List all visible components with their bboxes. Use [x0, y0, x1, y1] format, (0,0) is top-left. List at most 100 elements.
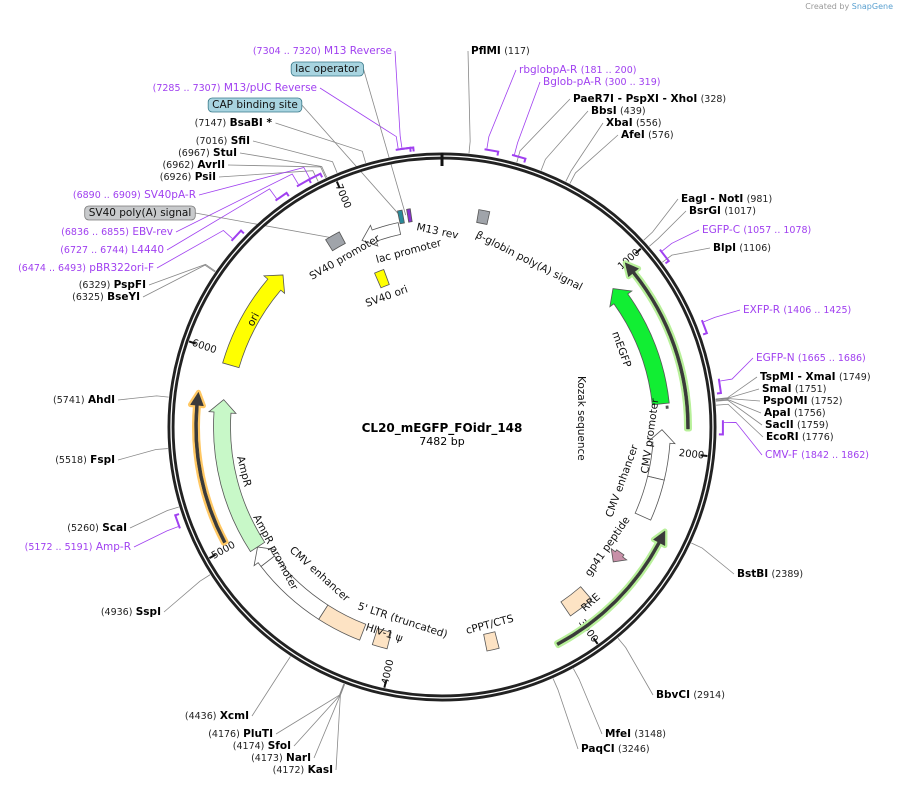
enzyme-site-label[interactable]: ApaI (1756): [764, 407, 826, 419]
feature-orf[interactable]: [624, 262, 690, 430]
enzyme-site-label[interactable]: (4936) SspI: [101, 606, 161, 618]
enzyme-position: (2389): [772, 569, 804, 580]
primer-label[interactable]: (6474 .. 6493) pBR322ori-F: [18, 262, 154, 274]
feature-megfp[interactable]: [609, 288, 670, 406]
enzyme-site-label[interactable]: TspMI - XmaI (1749): [760, 371, 871, 383]
enzyme-site-label[interactable]: PaqCI (3246): [581, 743, 650, 755]
feature-label[interactable]: SV40 ori: [364, 283, 410, 309]
feature-label[interactable]: ori: [245, 311, 262, 329]
label-leader-line: [218, 170, 319, 182]
enzyme-site-label[interactable]: (4436) XcmI: [185, 710, 249, 722]
enzyme-position: (576): [648, 130, 674, 141]
enzyme-site-label[interactable]: SmaI (1751): [762, 383, 826, 395]
enzyme-site-label[interactable]: (6962) AvrII: [162, 159, 225, 171]
primer-range: (6474 .. 6493): [18, 263, 86, 274]
enzyme-site-label[interactable]: PflMI (117): [471, 45, 530, 57]
boxed-feature-label[interactable]: CAP binding site: [207, 97, 303, 113]
feature-hiv-1[interactable]: [371, 627, 392, 650]
primer-label[interactable]: (6890 .. 6909) SV40pA-R: [73, 189, 196, 201]
feature-sv40-ori[interactable]: [374, 268, 390, 289]
feature-ori[interactable]: [222, 274, 286, 369]
primer-range: (7304 .. 7320): [253, 46, 321, 57]
enzyme-site-label[interactable]: EagI - NotI (981): [681, 193, 772, 205]
label-leader-line: [565, 122, 604, 182]
enzyme-site-label[interactable]: (5741) AhdI: [53, 394, 115, 406]
label-leader-line: [156, 229, 233, 269]
feature-label[interactable]: Kozak sequence: [575, 376, 587, 461]
enzyme-site-label[interactable]: (4176) PluTI: [208, 728, 273, 740]
feature-lac-promoter[interactable]: [397, 209, 405, 225]
primer-label[interactable]: (7304 .. 7320) M13 Reverse: [253, 45, 392, 57]
feature-rre[interactable]: [560, 586, 593, 617]
feature-orf[interactable]: [190, 391, 227, 544]
tick-mark: [592, 637, 599, 645]
feature-ampr[interactable]: [207, 399, 266, 553]
enzyme-site-label[interactable]: (5518) FspI: [55, 454, 115, 466]
enzyme-site-label[interactable]: BstBI (2389): [737, 568, 803, 580]
enzyme-site-label[interactable]: BbvCI (2914): [656, 689, 725, 701]
enzyme-site-label[interactable]: (4172) KasI: [273, 764, 333, 776]
feature-label[interactable]: mEGFP: [609, 330, 633, 369]
enzyme-site-label[interactable]: (6967) StuI: [178, 147, 237, 159]
enzyme-site-label[interactable]: XbaI (556): [606, 117, 662, 129]
enzyme-site-label[interactable]: PspOMI (1752): [763, 395, 843, 407]
enzyme-position: (2914): [693, 690, 725, 701]
enzyme-site-label[interactable]: (6926) PsiI: [160, 171, 216, 183]
label-box: [207, 97, 303, 113]
feature-gp41-peptide[interactable]: [610, 547, 628, 563]
enzyme-site-label[interactable]: BsrGI (1017): [689, 205, 756, 217]
enzyme-site-label[interactable]: (7016) SfiI: [196, 135, 250, 147]
feature-label[interactable]: lac promoter: [375, 237, 444, 266]
enzyme-position: (5260): [67, 523, 99, 534]
primer-label[interactable]: (5172 .. 5191) Amp-R: [25, 541, 131, 553]
enzyme-site-label[interactable]: MfeI (3148): [605, 728, 666, 740]
enzyme-position: (1106): [739, 243, 771, 254]
primer-label[interactable]: rbglobpA-R (181 .. 200): [519, 64, 636, 76]
primer-label[interactable]: Bglob-pA-R (300 .. 319): [543, 76, 660, 88]
feature-cmv-promoter[interactable]: [646, 429, 676, 481]
primer-label[interactable]: (6727 .. 6744) L4440: [60, 244, 164, 256]
primer-label[interactable]: CMV-F (1842 .. 1862): [765, 449, 869, 461]
label-leader-line: [301, 104, 401, 217]
enzyme-site-label[interactable]: SacII (1759): [765, 419, 829, 431]
enzyme-site-label[interactable]: BlpI (1106): [713, 242, 771, 254]
enzyme-site-label[interactable]: (6329) PspFI: [79, 279, 146, 291]
feature-cmv-enhancer[interactable]: [634, 475, 665, 521]
enzyme-site-label[interactable]: (4174) SfoI: [233, 740, 291, 752]
feature-label[interactable]: β-globin poly(A) signal: [474, 229, 585, 293]
enzyme-site-label[interactable]: (5260) ScaI: [67, 522, 127, 534]
enzyme-site-label[interactable]: AfeI (576): [621, 129, 674, 141]
boxed-feature-label[interactable]: SV40 poly(A) signal: [84, 205, 196, 221]
feature-globin-poly-a-signal[interactable]: [476, 209, 491, 225]
primer-name: EBV-rev: [132, 226, 173, 238]
feature-cppt-cts[interactable]: [483, 631, 500, 652]
primer-range: (6836 .. 6855): [61, 227, 129, 238]
label-leader-line: [540, 110, 589, 171]
enzyme-site-label[interactable]: EcoRI (1776): [766, 431, 834, 443]
enzyme-site-label[interactable]: (7147) BsaBI *: [195, 117, 273, 129]
primer-label[interactable]: EGFP-C (1057 .. 1078): [702, 224, 811, 236]
boxed-feature-label[interactable]: lac operator: [290, 61, 364, 77]
feature-orf[interactable]: [556, 530, 666, 646]
primer-label[interactable]: EXFP-R (1406 .. 1425): [743, 304, 851, 316]
feature-sv40-promoter[interactable]: [325, 231, 346, 252]
plasmid-length: 7482 bp: [419, 435, 464, 448]
feature-orf[interactable]: [361, 222, 402, 247]
primer-label[interactable]: (7285 .. 7307) M13/pUC Reverse: [153, 82, 317, 94]
enzyme-site-label[interactable]: BbsI (439): [591, 105, 646, 117]
feature-label[interactable]: SV40 promoter: [308, 232, 383, 282]
enzyme-site-label[interactable]: PaeR7I - PspXI - XhoI (328): [573, 93, 726, 105]
feature-ampr-promoter[interactable]: [253, 546, 277, 567]
enzyme-site-label[interactable]: (4173) NarI: [251, 752, 311, 764]
primer-label[interactable]: (6836 .. 6855) EBV-rev: [61, 226, 173, 238]
feature-kozak-sequence[interactable]: [665, 405, 669, 409]
feature-label[interactable]: CMV enhancer: [604, 443, 642, 519]
feature-label[interactable]: gp41 peptide: [583, 515, 633, 579]
enzyme-site-label[interactable]: (6325) BseYI: [72, 291, 140, 303]
primer-label[interactable]: EGFP-N (1665 .. 1686): [756, 352, 866, 364]
label-leader-line: [715, 398, 761, 402]
feature-m13-rev[interactable]: [406, 208, 413, 223]
enzyme-name: AvrII: [197, 159, 225, 171]
tick-label: 7000: [333, 183, 353, 211]
